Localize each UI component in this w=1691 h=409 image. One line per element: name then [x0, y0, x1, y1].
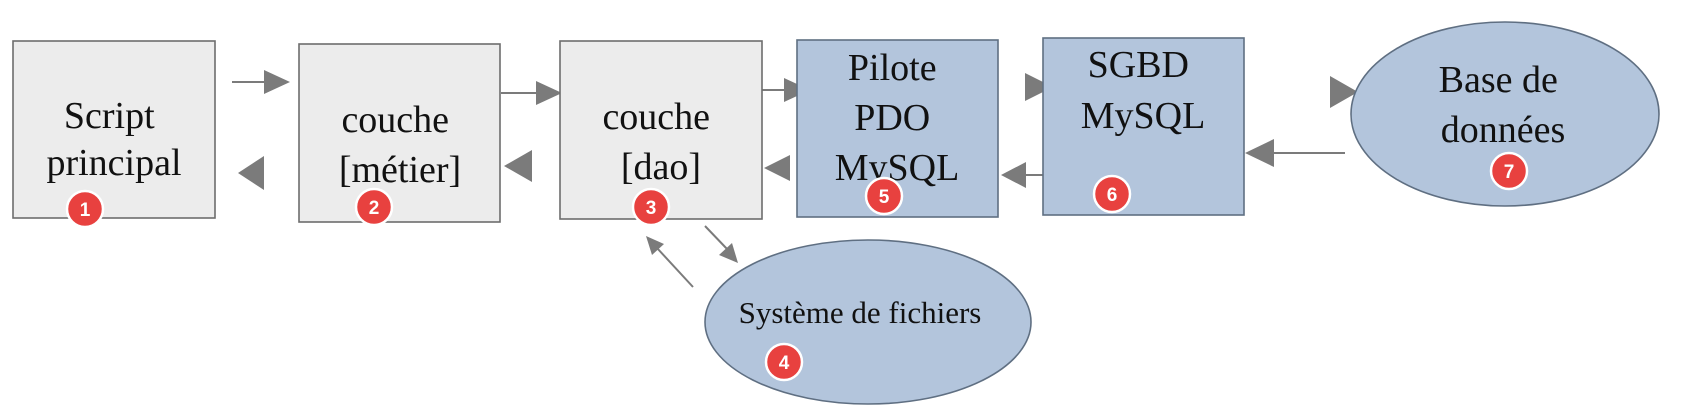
badge-5: 5	[864, 176, 904, 216]
arrow-dao-to-fichiers	[704, 225, 738, 263]
svg-text:7: 7	[1504, 162, 1515, 183]
badge-1: 1	[65, 189, 105, 229]
node-label: Base de données	[1439, 59, 1568, 151]
badge-4: 4	[764, 342, 804, 382]
arrow-metier-to-dao	[501, 81, 562, 105]
arrow-metier-to-script	[238, 156, 264, 190]
badge-2: 2	[354, 187, 394, 227]
node-sgbd-mysql: SGBD MySQL 6	[1042, 37, 1245, 216]
arrow-base-to-sgbd	[1245, 139, 1345, 167]
node-systeme-de-fichiers: Système de fichiers 4	[704, 239, 1032, 405]
svg-text:1: 1	[80, 200, 91, 221]
node-couche-metier: couche [métier] 2	[298, 43, 501, 227]
node-label: Système de fichiers	[739, 295, 982, 330]
arrow-dao-to-metier	[504, 150, 532, 182]
node-script-principal: Script principal 1	[12, 40, 216, 229]
arrow-script-to-metier	[232, 70, 290, 94]
node-label: Script principal	[46, 95, 181, 184]
node-pilote-pdo-mysql: Pilote PDO MySQL 5	[796, 39, 999, 218]
svg-text:4: 4	[779, 353, 790, 374]
badge-6: 6	[1092, 174, 1132, 214]
node-base-de-donnees: Base de données 7	[1350, 21, 1660, 207]
arrow-pilote-to-dao	[764, 155, 790, 181]
badge-3: 3	[631, 187, 671, 227]
arrow-fichiers-to-dao	[646, 236, 694, 288]
node-label: SGBD MySQL	[1081, 44, 1206, 137]
node-label: couche [dao]	[602, 96, 719, 188]
badge-7: 7	[1489, 151, 1529, 191]
arrow-pilote-to-sgbd	[1025, 73, 1053, 101]
svg-text:5: 5	[879, 187, 890, 208]
node-label: couche [métier]	[339, 99, 461, 191]
node-couche-dao: couche [dao] 3	[559, 40, 763, 227]
svg-text:3: 3	[646, 198, 657, 219]
arrow-sgbd-to-base	[1330, 76, 1358, 108]
svg-text:2: 2	[369, 198, 380, 219]
svg-text:6: 6	[1107, 185, 1118, 206]
